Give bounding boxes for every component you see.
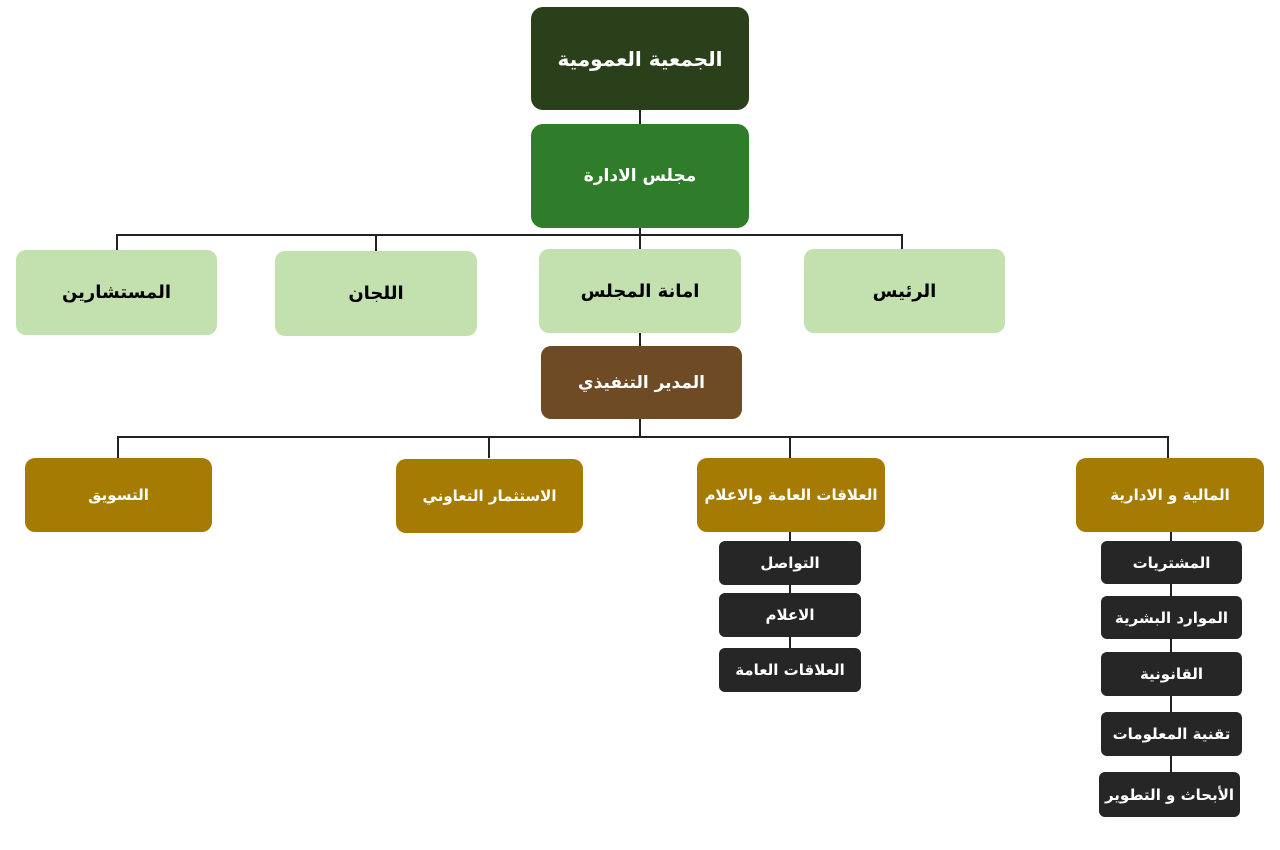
node-dept-cooperative-investment: الاستثمار التعاوني (396, 459, 583, 533)
connector (639, 419, 641, 438)
connector (789, 436, 791, 458)
node-unit-procurement: المشتريات (1101, 541, 1242, 584)
connector (901, 234, 903, 249)
connector (639, 110, 641, 124)
node-executive-director: المدير التنفيذي (541, 346, 742, 419)
node-dept-marketing: التسويق (25, 458, 212, 532)
node-unit-public-relations: العلاقات العامة (719, 648, 861, 692)
node-general-assembly: الجمعية العمومية (531, 7, 749, 110)
node-advisors: المستشارين (16, 250, 217, 335)
node-unit-it: تقنية المعلومات (1101, 712, 1242, 756)
node-unit-media: الاعلام (719, 593, 861, 637)
connector (117, 436, 119, 458)
node-unit-legal: القانونية (1101, 652, 1242, 696)
node-board: مجلس الادارة (531, 124, 749, 228)
connector (488, 436, 490, 458)
node-dept-public-relations: العلاقات العامة والاعلام (697, 458, 885, 532)
node-unit-research-development: الأبحاث و التطوير (1099, 772, 1240, 817)
node-dept-finance-admin: المالية و الادارية (1076, 458, 1264, 532)
node-president: الرئيس (804, 249, 1005, 333)
node-unit-communication: التواصل (719, 541, 861, 585)
connector (116, 234, 118, 250)
node-unit-human-resources: الموارد البشرية (1101, 596, 1242, 639)
node-board-secretariat: امانة المجلس (539, 249, 741, 333)
connector (116, 234, 903, 236)
node-committees: اللجان (275, 251, 477, 336)
connector (1167, 436, 1169, 458)
connector (375, 234, 377, 251)
connector (117, 436, 1169, 438)
